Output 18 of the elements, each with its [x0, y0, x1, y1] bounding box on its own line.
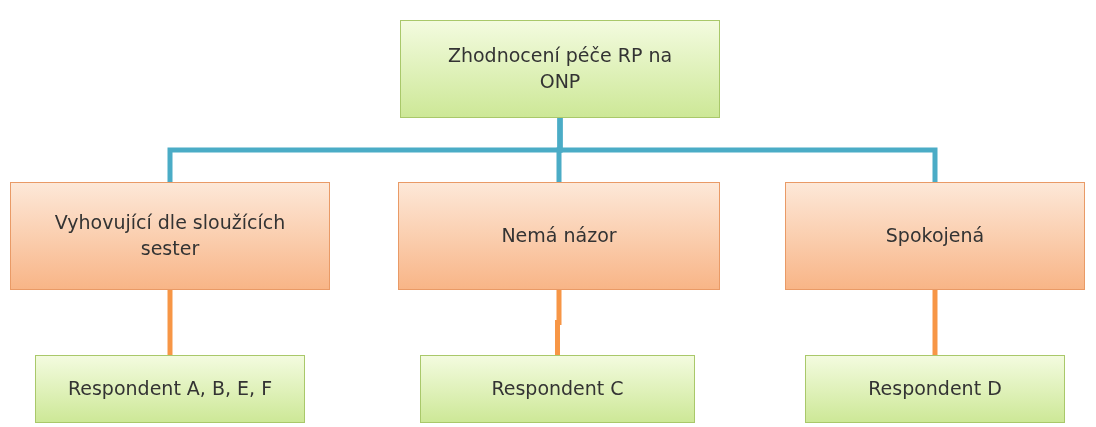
box-label: Zhodnocení péče RP na ONP [446, 43, 674, 94]
result-box [35, 355, 305, 423]
box-label: Spokojená [885, 223, 985, 249]
box-label: Vyhovující dle sloužících sester [53, 210, 287, 261]
box-label: Respondent A, B, E, F [67, 376, 273, 402]
result-box [805, 355, 1065, 423]
box-label: Respondent D [868, 376, 1002, 402]
category-box [785, 182, 1085, 290]
box-label: Nemá názor [501, 223, 617, 249]
category-box [10, 182, 330, 290]
box-label: Respondent C [491, 376, 624, 402]
connector-line [557, 118, 938, 182]
connector-line [932, 290, 938, 355]
connector-line [555, 290, 562, 355]
connector-line [167, 290, 173, 355]
category-box [398, 182, 720, 290]
result-box [420, 355, 695, 423]
result-box [400, 20, 720, 118]
